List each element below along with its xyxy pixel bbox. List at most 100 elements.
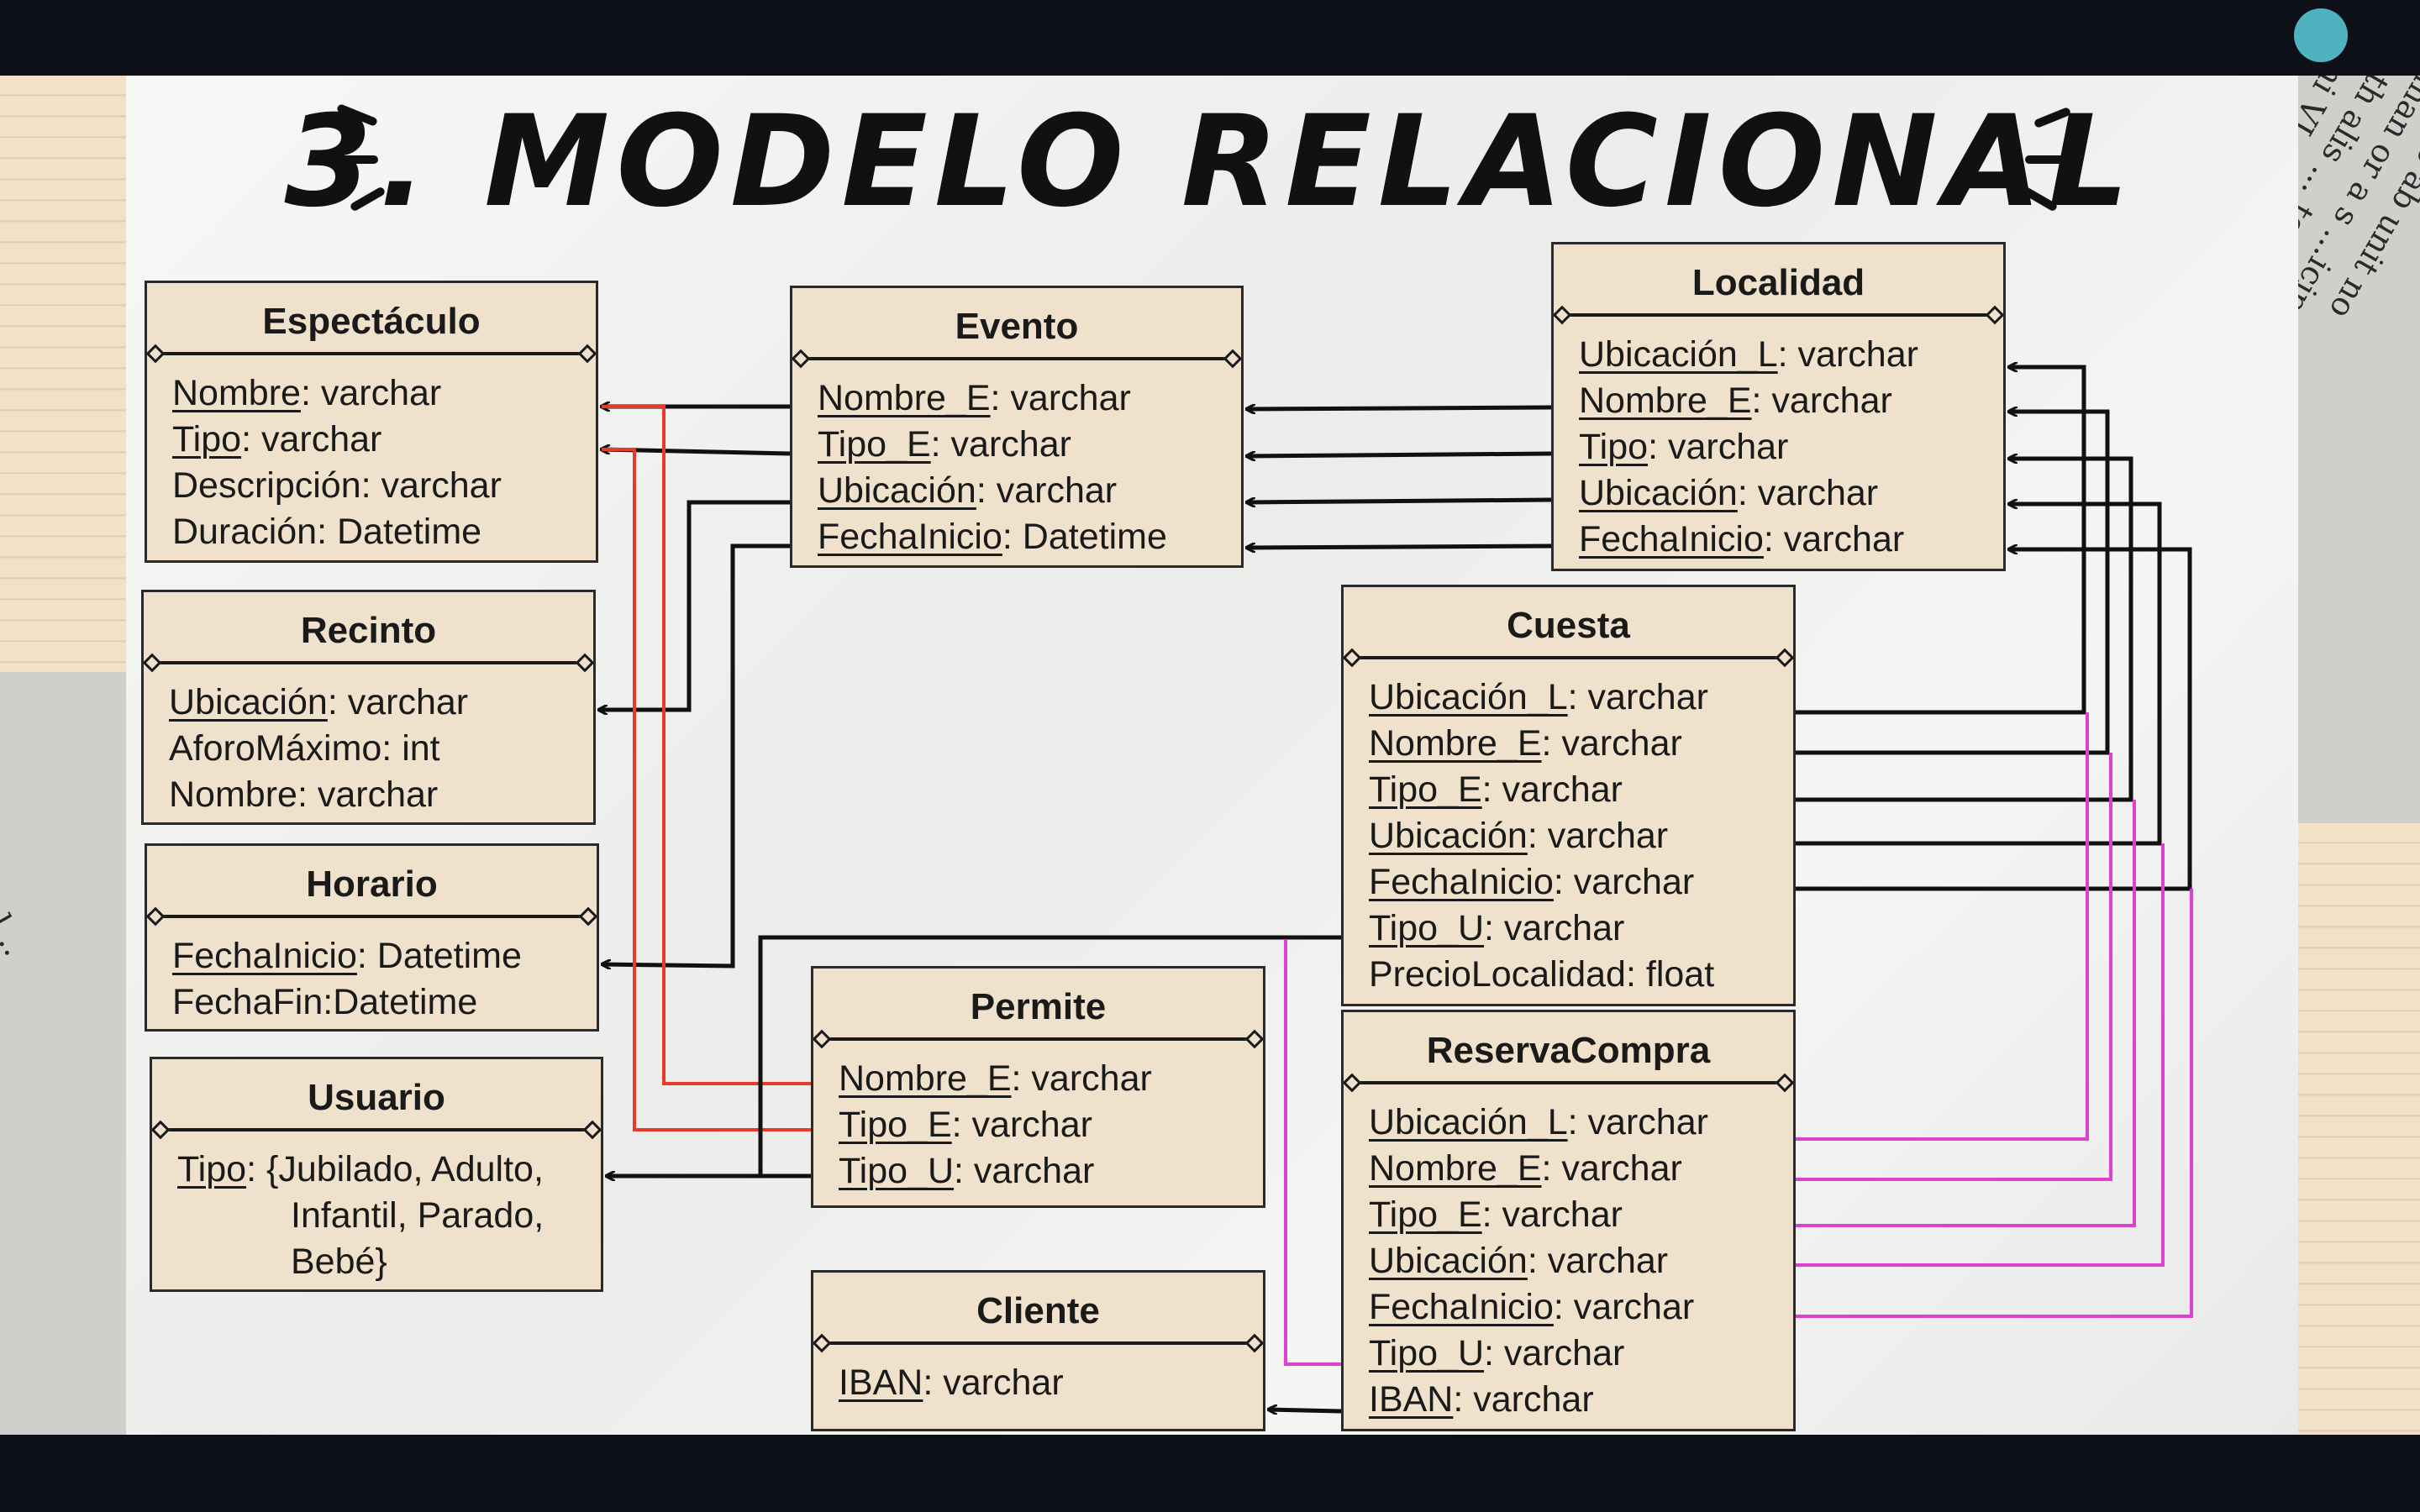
attribute-row: Tipo_E: varchar: [1369, 1192, 1793, 1238]
attribute-type: : varchar: [954, 1151, 1095, 1191]
attribute-row: Bebé}: [177, 1239, 601, 1285]
entity-divider: [820, 1037, 1256, 1041]
attribute-type: : varchar: [1567, 677, 1708, 717]
attribute-type: :Datetime: [323, 982, 478, 1022]
attribute-row: Tipo_U: varchar: [839, 1148, 1263, 1194]
bottom-bar: [0, 1435, 2420, 1512]
entity-divider: [154, 915, 590, 918]
primary-key-name: Ubicación: [1579, 473, 1738, 513]
primary-key-name: Tipo: [177, 1149, 247, 1189]
attribute-row: Ubicación: varchar: [1369, 813, 1793, 859]
attribute-type: : varchar: [990, 378, 1131, 418]
entity-title: ReservaCompra: [1426, 1030, 1711, 1071]
entity-title: Evento: [955, 306, 1079, 347]
attribute-type: : varchar: [1553, 1287, 1695, 1327]
attribute-type: : varchar: [1541, 1148, 1682, 1189]
attribute-row: FechaInicio: Datetime: [818, 514, 1241, 560]
primary-key-name: IBAN: [839, 1362, 923, 1403]
presenter-dot-icon[interactable]: [2294, 8, 2348, 62]
attribute-type: : varchar: [1481, 769, 1623, 810]
attribute-type: : varchar: [1737, 473, 1879, 513]
attribute-row: Ubicación: varchar: [1579, 470, 2003, 517]
attribute-type: : varchar: [1484, 908, 1625, 948]
attribute-row: Ubicación_L: varchar: [1369, 675, 1793, 721]
attribute-row: Nombre: varchar: [169, 772, 593, 818]
attribute-row: Nombre_E: varchar: [1579, 378, 2003, 424]
entity-title: Localidad: [1691, 262, 1865, 303]
top-bar: [0, 0, 2420, 76]
entity-divider: [154, 352, 589, 355]
newspaper-clipping-right: Sense ab unit no eman or a s ...icipal d…: [2298, 76, 2420, 823]
primary-key-name: Nombre_E: [1579, 381, 1752, 421]
attribute-type: : Datetime: [356, 936, 522, 976]
attribute-type: : varchar: [976, 470, 1118, 511]
lined-paper-right: [2298, 823, 2420, 1435]
entity-divider: [820, 1341, 1256, 1345]
attribute-list: IBAN: varchar: [813, 1345, 1263, 1406]
primary-key-name: Nombre: [172, 373, 301, 413]
primary-key-name: Tipo_E: [1369, 769, 1482, 810]
attribute-row: Nombre_E: varchar: [1369, 1146, 1793, 1192]
attribute-type: : varchar: [297, 774, 439, 815]
primary-key-name: FechaInicio: [172, 936, 357, 976]
attribute-name: AforoMáximo: [169, 728, 382, 769]
newspaper-clipping-left: the batt same l... vanish fo a p... prin…: [0, 672, 126, 1435]
attribute-row: IBAN: varchar: [839, 1360, 1263, 1406]
attribute-row: FechaInicio: Datetime: [172, 933, 597, 979]
attribute-type: : varchar: [951, 1105, 1092, 1145]
entity-divider: [1350, 1081, 1786, 1084]
primary-key-name: Tipo_E: [1369, 1194, 1482, 1235]
attribute-type: : Datetime: [317, 512, 482, 552]
attribute-row: Ubicación_L: varchar: [1579, 332, 2003, 378]
primary-key-name: Ubicación: [169, 682, 328, 722]
attribute-type: : varchar: [1763, 519, 1905, 559]
primary-key-name: Tipo_U: [1369, 1333, 1485, 1373]
primary-key-name: Nombre_E: [818, 378, 991, 418]
entity-title: Permite: [970, 986, 1107, 1027]
attribute-row: Tipo_U: varchar: [1369, 1331, 1793, 1377]
attribute-type: Infantil, Parado,: [291, 1195, 544, 1236]
primary-key-name: FechaInicio: [818, 517, 1002, 557]
primary-key-name: Tipo_E: [818, 424, 931, 465]
entity-divider: [150, 661, 587, 664]
attribute-row: Nombre_E: varchar: [1369, 721, 1793, 767]
attribute-row: Duración: Datetime: [172, 509, 596, 555]
attribute-type: : varchar: [327, 682, 469, 722]
primary-key-name: Ubicación_L: [1579, 334, 1778, 375]
attribute-type: : varchar: [1567, 1102, 1708, 1142]
primary-key-name: Ubicación_L: [1369, 677, 1568, 717]
primary-key-name: Nombre_E: [839, 1058, 1012, 1099]
attribute-row: Tipo_E: varchar: [1369, 767, 1793, 813]
title-spark-left-mid: [328, 155, 378, 164]
primary-key-name: FechaInicio: [1369, 1287, 1554, 1327]
attribute-row: Ubicación: varchar: [169, 680, 593, 726]
primary-key-name: Tipo_U: [839, 1151, 955, 1191]
attribute-type: : varchar: [1484, 1333, 1625, 1373]
attribute-row: Tipo_E: varchar: [818, 422, 1241, 468]
attribute-type: : varchar: [930, 424, 1071, 465]
attribute-type: : varchar: [360, 465, 502, 506]
attribute-row: Infantil, Parado,: [177, 1193, 601, 1239]
attribute-type: : varchar: [923, 1362, 1064, 1403]
attribute-row: Tipo_U: varchar: [1369, 906, 1793, 952]
entity-title: Cuesta: [1507, 605, 1630, 646]
primary-key-name: Ubicación: [1369, 816, 1528, 856]
attribute-row: FechaInicio: varchar: [1369, 859, 1793, 906]
attribute-row: Nombre_E: varchar: [839, 1056, 1263, 1102]
